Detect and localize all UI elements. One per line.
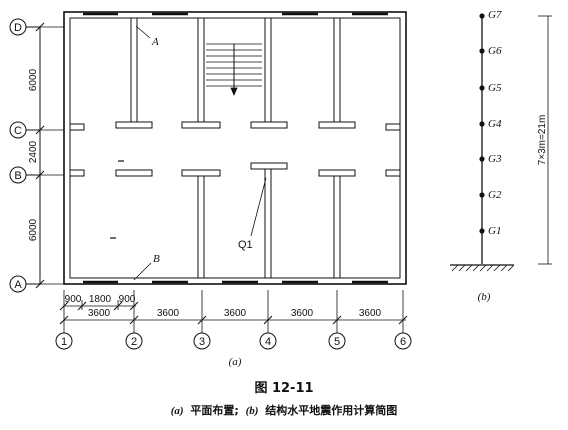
lower-partitions [115,162,356,279]
model-text: G7 G6 G5 G4 G3 G2 G1 7×3m=21m (b) [478,9,548,303]
mass-label-G3: G3 [488,153,502,165]
outer-wall-outer [63,11,407,285]
bay-dim-4: 3600 [291,308,314,319]
staircase [206,43,262,97]
mass-G6 [479,48,485,54]
mass-label-G4: G4 [488,118,502,130]
caption: 图 12-11 (a) 平面布置; (b) 结构水平地震作用计算简图 [171,381,398,417]
sub-dim-1800: 1800 [89,294,112,305]
axis-label-C: C [14,125,22,137]
mass-G7 [479,13,485,19]
bay-dim-5: 3600 [359,308,382,319]
axis-label-5: 5 [334,336,340,348]
caption-b-text: 结构水平地震作用计算简图 [264,403,397,417]
bay-dim-1: 3600 [88,308,111,319]
axis-bubble-5 [328,332,346,350]
dim-extensions [63,290,404,333]
model-height-label: 7×3m=21m [537,115,548,166]
axis-bubbles [9,18,412,350]
plan-text: D C B A 1 2 3 4 5 6 6000 2400 6000 900 1… [14,22,406,368]
mass-G3 [479,156,485,162]
mass-G5 [479,85,485,91]
row-dim-BA: 6000 [28,218,39,241]
axis-label-A: A [14,279,22,291]
mass-G4 [479,121,485,127]
mass-points [479,13,485,234]
sub-dim-900-right: 900 [119,294,136,305]
axis-bubble-2 [125,332,143,350]
windows [83,12,388,284]
sub-dim-900-left: 900 [65,294,82,305]
row-dim-DC: 6000 [28,68,39,91]
caption-b-tag: (b) [246,405,259,417]
caption-a-text: 平面布置; [190,403,238,417]
row-dim-CB: 2400 [28,140,39,163]
label-B: B [153,253,160,265]
label-Q1: Q1 [238,239,253,251]
axis-label-3: 3 [199,336,205,348]
axis-label-4: 4 [265,336,271,348]
leader-B [133,262,152,281]
bay-dim-2: 3600 [157,308,180,319]
lumped-mass-model [450,13,552,272]
axis-bubble-3 [193,332,211,350]
axis-label-6: 6 [400,336,406,348]
label-A: A [151,36,159,48]
mass-label-G1: G1 [488,225,501,237]
floor-plan [9,11,412,350]
axis-label-B: B [14,170,21,182]
ground-hatch [451,264,515,272]
axis-label-2: 2 [131,336,137,348]
mass-label-G2: G2 [488,189,502,201]
mass-label-G6: G6 [488,45,502,57]
axis-bubble-1 [55,332,73,350]
mass-G2 [479,192,485,198]
dim-ticks [59,301,408,325]
figure-subcaption: (a) 平面布置; (b) 结构水平地震作用计算简图 [171,403,398,417]
bay-dim-3: 3600 [224,308,247,319]
leader-Q1 [250,177,267,237]
subfigure-b-label: (b) [478,291,491,303]
mass-G1 [479,228,485,234]
axis-bubble-6 [394,332,412,350]
axis-label-1: 1 [61,336,67,348]
leader-A [135,25,151,39]
outer-wall-inner [69,17,401,279]
upper-partitions [69,17,401,177]
caption-a-tag: (a) [171,405,184,417]
mass-label-G5: G5 [488,82,502,94]
mass-label-G7: G7 [488,9,502,21]
axis-bubble-4 [259,332,277,350]
axis-label-D: D [14,22,22,34]
figure-title: 图 12-11 [254,381,313,396]
subfigure-a-label: (a) [229,356,242,368]
